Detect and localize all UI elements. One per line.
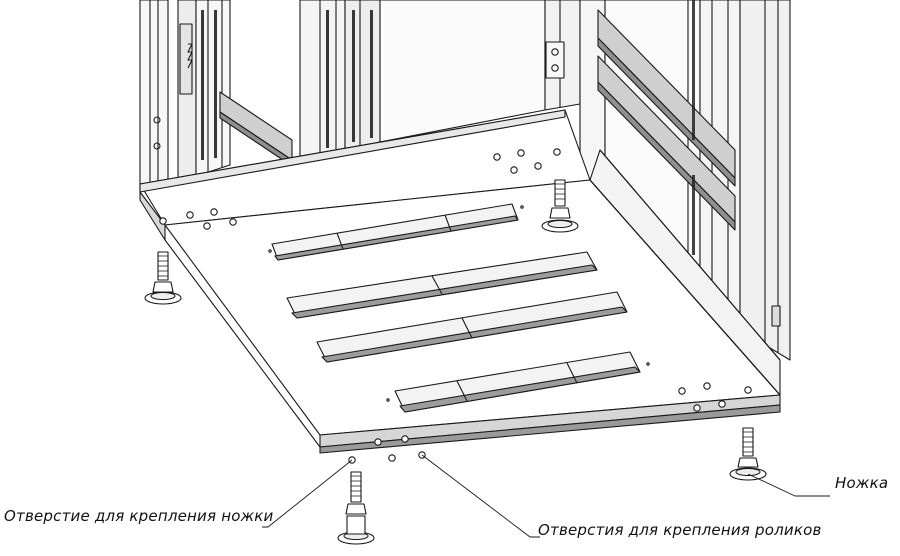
slot-4 — [394, 351, 641, 413]
label-foot-hole: Отверстие для крепления ножки — [4, 507, 274, 525]
left-perforated-rail — [219, 91, 293, 167]
foot-front-left — [337, 471, 375, 545]
foot-front-right — [729, 427, 767, 481]
left-perforation-strips — [201, 10, 373, 160]
slot-3 — [316, 291, 628, 363]
mounting-holes — [159, 148, 752, 464]
label-caster-holes: Отверстия для крепления роликов — [538, 521, 822, 539]
leader-lines — [262, 454, 830, 538]
cable-slots — [271, 203, 641, 413]
label-foot: Ножка — [835, 474, 889, 492]
slot-2 — [286, 251, 598, 319]
foot-rear-right — [541, 179, 579, 233]
right-perforation-strips — [692, 0, 695, 255]
left-uprights — [139, 0, 581, 193]
right-perforated-rails — [597, 9, 736, 231]
slot-1 — [271, 203, 519, 261]
foot-rear-left — [144, 251, 182, 305]
